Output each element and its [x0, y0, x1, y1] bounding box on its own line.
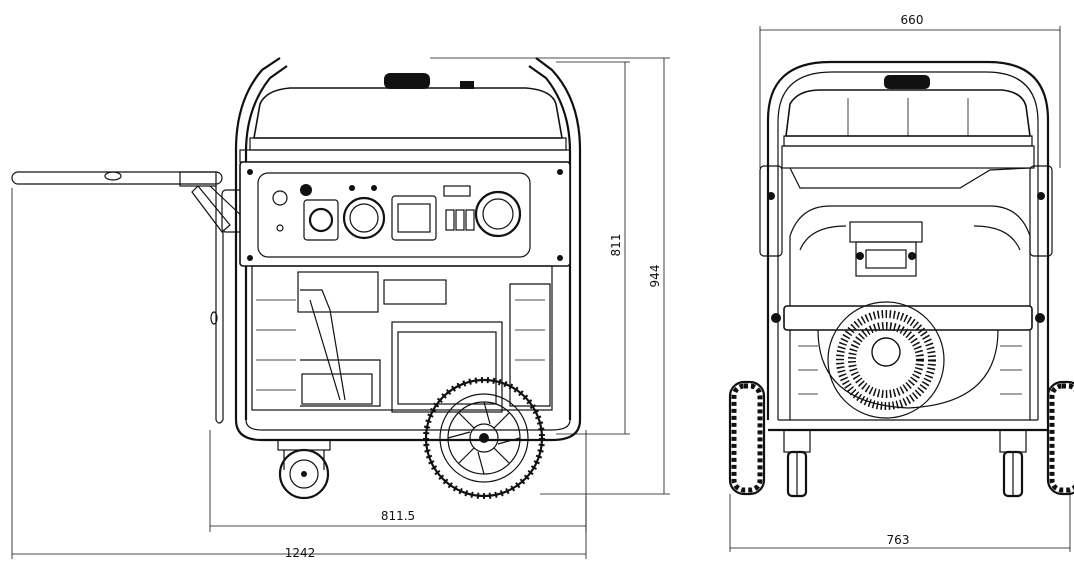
side-engine	[251, 265, 553, 413]
side-handle-bar	[11, 171, 247, 424]
front-engine	[789, 205, 1031, 420]
dim-660: 660	[759, 13, 1061, 168]
dim-944-label: 944	[648, 265, 662, 288]
side-caster-wheel	[277, 439, 331, 500]
front-right-caster	[999, 429, 1027, 498]
dim-660-label: 660	[901, 13, 924, 27]
dim-811-5: 811.5	[209, 430, 587, 532]
side-view: 811 944 811.5 1242	[11, 57, 670, 560]
front-view: 660 763	[728, 13, 1074, 552]
dim-811-5-label: 811.5	[381, 509, 415, 523]
dim-811: 811	[556, 61, 630, 435]
front-left-wheel	[728, 380, 766, 496]
dim-1242-label: 1242	[285, 546, 316, 559]
front-fuel-tank	[781, 75, 1035, 189]
side-main-wheel	[423, 377, 545, 499]
side-control-panel	[239, 161, 571, 267]
front-side-brackets	[759, 165, 1053, 257]
front-right-wheel	[1046, 380, 1074, 496]
dim-811-label: 811	[609, 234, 623, 257]
front-cross-bar	[771, 305, 1045, 331]
side-fuel-tank	[239, 73, 571, 163]
front-left-caster	[783, 429, 811, 498]
front-fan-grille	[798, 301, 1022, 419]
dim-1242: 1242	[11, 188, 587, 560]
dim-763-label: 763	[887, 533, 910, 547]
dim-944: 944	[430, 57, 670, 495]
dim-763: 763	[729, 494, 1071, 552]
